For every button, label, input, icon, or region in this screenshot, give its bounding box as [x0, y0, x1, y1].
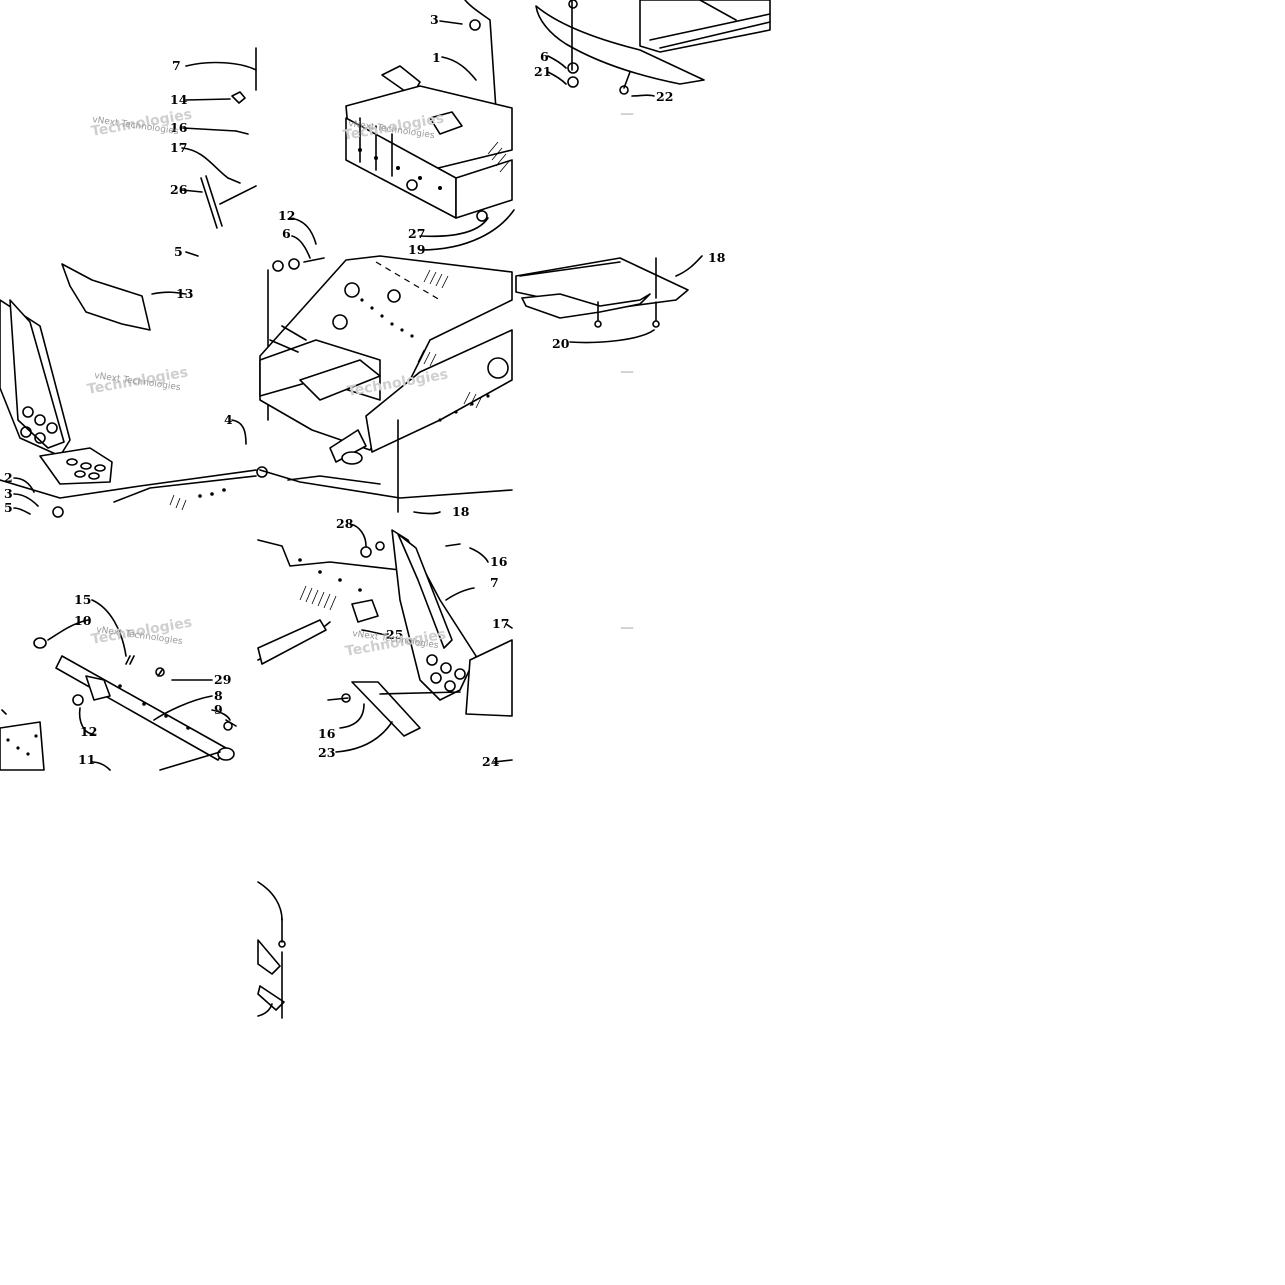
- right-footrest-assembly: [257, 511, 513, 763]
- callout-28: 28: [336, 516, 354, 531]
- callout-25: 25: [386, 627, 403, 642]
- callout-18: 18: [452, 504, 470, 519]
- callout-5: 5: [174, 244, 183, 259]
- callout-17: 17: [492, 616, 509, 631]
- callout-19: 19: [408, 242, 425, 257]
- callout-22: 22: [656, 89, 673, 104]
- callout-21: 21: [534, 64, 551, 79]
- front-frame-assembly: [289, 0, 515, 259]
- callout-18: 18: [708, 250, 726, 265]
- watermarks: Technologies vNext Technologies Technolo…: [86, 106, 634, 660]
- callout-27: 27: [408, 226, 425, 241]
- callout-24: 24: [482, 754, 500, 769]
- callout-3: 3: [430, 12, 439, 27]
- svg-text:—: —: [620, 620, 634, 636]
- main-frame-tunnel: [231, 255, 513, 513]
- callout-15: 15: [74, 592, 91, 607]
- callout-29: 29: [214, 672, 231, 687]
- callout-8: 8: [214, 688, 223, 703]
- callout-5: 5: [4, 500, 13, 515]
- callout-labels: 7 14 16 17 26 5 3 1 12 6 27 19 6 21 22 1…: [4, 12, 726, 769]
- callout-14: 14: [170, 92, 188, 107]
- callout-10: 10: [74, 613, 92, 628]
- svg-text:—: —: [620, 106, 634, 122]
- callout-12: 12: [80, 724, 97, 739]
- callout-13: 13: [176, 286, 193, 301]
- callout-16: 16: [318, 726, 336, 741]
- callout-26: 26: [170, 182, 188, 197]
- callout-11: 11: [78, 752, 95, 767]
- hardware-group-top-left: [181, 47, 257, 257]
- steering-post-assembly: [0, 599, 237, 771]
- callout-20: 20: [552, 336, 570, 351]
- callout-2: 2: [4, 470, 13, 485]
- callout-16: 16: [170, 120, 188, 135]
- left-footrest-assembly: [0, 263, 268, 518]
- svg-text:—: —: [620, 364, 634, 380]
- callout-3: 3: [4, 486, 13, 501]
- lower-bracket-fragment: [257, 881, 286, 1019]
- callout-23: 23: [318, 745, 335, 760]
- callout-7: 7: [490, 575, 499, 590]
- callout-6: 6: [540, 49, 549, 64]
- callout-9: 9: [214, 702, 223, 717]
- callout-12: 12: [278, 208, 295, 223]
- callout-1: 1: [432, 50, 441, 65]
- side-panel-top-right: [535, 0, 771, 97]
- callout-16: 16: [490, 554, 508, 569]
- callout-6: 6: [282, 226, 291, 241]
- callout-7: 7: [172, 58, 181, 73]
- callout-4: 4: [224, 412, 233, 427]
- callout-17: 17: [170, 140, 187, 155]
- rear-panel-middle-right: [515, 255, 703, 344]
